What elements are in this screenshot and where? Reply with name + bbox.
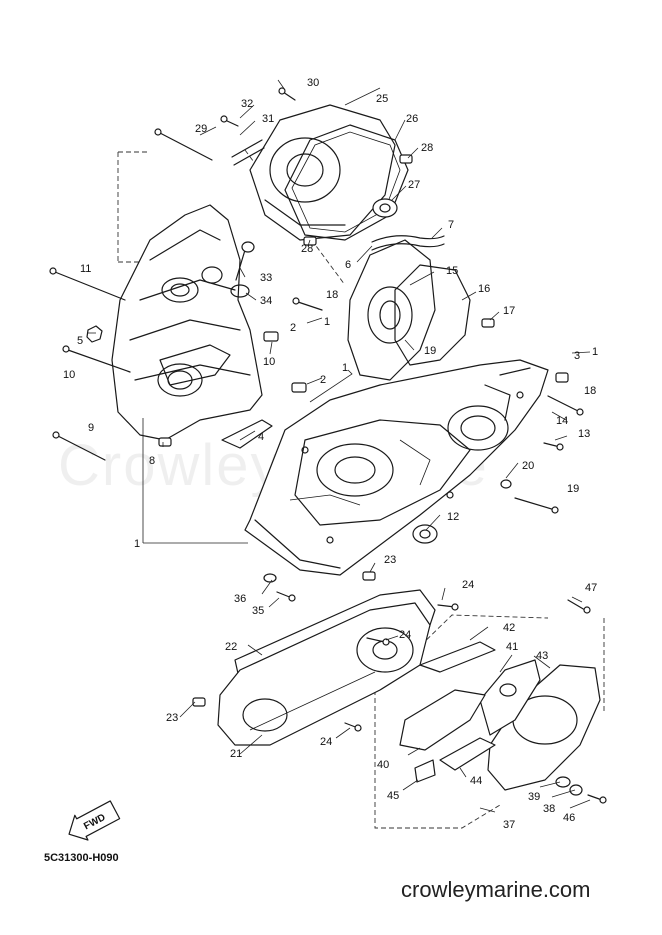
callout-29: 29	[195, 123, 207, 135]
callout-31: 31	[262, 113, 274, 125]
callout-25: 25	[376, 93, 388, 105]
callout-11: 11	[80, 263, 91, 275]
callout-21: 21	[230, 748, 242, 760]
callout-2a: 2	[290, 322, 296, 334]
gasket-16	[394, 264, 471, 366]
website-url[interactable]: crowleymarine.com	[401, 877, 591, 902]
callout-46: 46	[563, 812, 575, 824]
callout-23b: 23	[166, 712, 178, 724]
callout-39: 39	[528, 791, 540, 803]
callout-17: 17	[503, 305, 515, 317]
callout-30: 30	[307, 77, 319, 89]
callout-24c: 24	[320, 736, 332, 748]
callout-32: 32	[241, 98, 253, 110]
callout-4: 4	[258, 431, 264, 443]
callout-19b: 19	[567, 483, 579, 495]
callout-41: 41	[506, 641, 518, 653]
callout-22: 22	[225, 641, 237, 653]
callout-10b: 10	[263, 356, 275, 368]
callout-28b: 28	[301, 243, 313, 255]
callout-38: 38	[543, 803, 555, 815]
callout-labels: 1 1 1 1 2 2 3 4 5 6 7 8 9 10 10 11 12 13…	[63, 77, 598, 831]
crankcase-cover-21	[217, 602, 431, 746]
plate-41	[479, 659, 541, 736]
callout-40: 40	[377, 759, 389, 771]
callout-14: 14	[556, 415, 568, 427]
callout-28a: 28	[421, 142, 433, 154]
callout-2b: 2	[320, 374, 326, 386]
callout-33: 33	[260, 272, 272, 284]
callout-16: 16	[478, 283, 490, 295]
callout-42: 42	[503, 622, 515, 634]
callout-35: 35	[252, 605, 264, 617]
gasket-26	[284, 124, 409, 241]
callout-12: 12	[447, 511, 459, 523]
callout-3: 3	[574, 350, 580, 362]
callout-18a: 18	[326, 289, 338, 301]
callout-47: 47	[585, 582, 597, 594]
left-crankcase-half	[111, 204, 263, 441]
callout-24b: 24	[399, 629, 411, 641]
callout-1d: 1	[592, 346, 598, 358]
callout-24a: 24	[462, 579, 474, 591]
callout-1b: 1	[342, 362, 348, 374]
callout-13: 13	[578, 428, 590, 440]
callout-15: 15	[446, 265, 458, 277]
callout-26: 26	[406, 113, 418, 125]
main-crankcase	[244, 359, 549, 576]
callout-36: 36	[234, 593, 246, 605]
callout-6: 6	[345, 259, 351, 271]
callout-5: 5	[77, 335, 83, 347]
callout-37: 37	[503, 819, 515, 831]
fasteners	[49, 87, 607, 804]
callout-34: 34	[260, 295, 272, 307]
callout-10a: 10	[63, 369, 75, 381]
callout-23a: 23	[384, 554, 396, 566]
callout-18b: 18	[584, 385, 596, 397]
callout-8: 8	[149, 455, 155, 467]
damper-42	[419, 641, 496, 673]
callout-1: 1	[134, 538, 140, 550]
callout-7: 7	[448, 219, 454, 231]
crankcase-cover-25	[249, 104, 396, 241]
callout-9: 9	[88, 422, 94, 434]
fwd-arrow-icon: FWD	[68, 800, 121, 841]
stator-cover-15	[347, 239, 436, 381]
leader-lines	[88, 79, 591, 813]
callout-27: 27	[408, 179, 420, 191]
callout-43: 43	[536, 650, 548, 662]
callout-44: 44	[470, 775, 482, 787]
diagram-code: 5C31300-H090	[44, 852, 119, 864]
callout-20: 20	[522, 460, 534, 472]
callout-19a: 19	[424, 345, 436, 357]
callout-45: 45	[387, 790, 399, 802]
callout-1c: 1	[324, 316, 330, 328]
seal-40-44	[399, 689, 496, 783]
